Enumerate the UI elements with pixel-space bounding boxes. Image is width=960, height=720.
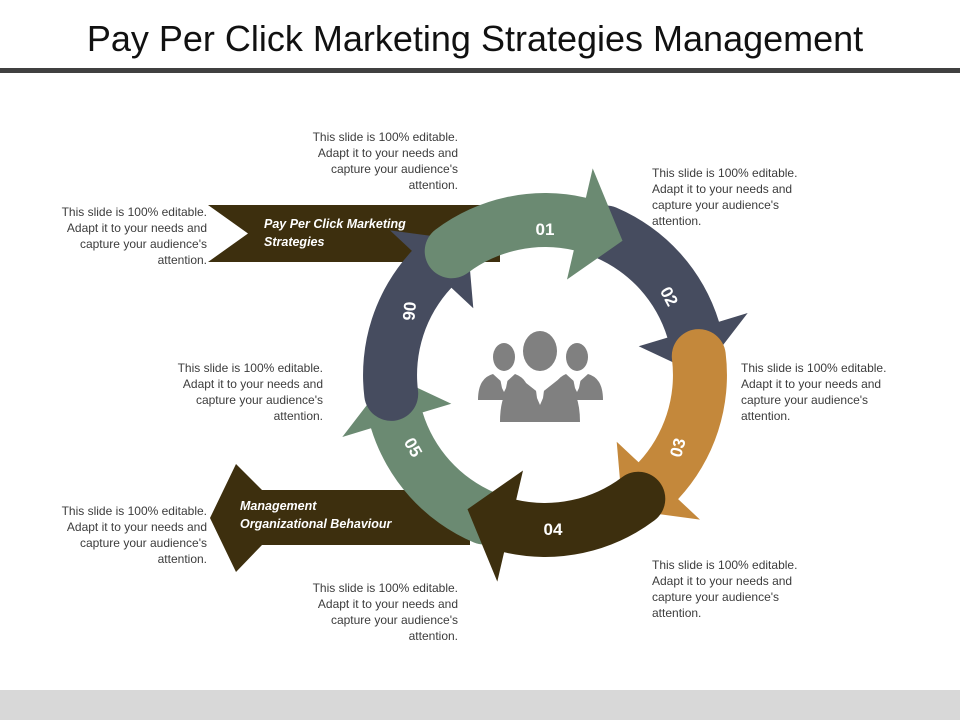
bottom-banner-label-line1: Management — [240, 499, 317, 513]
team-people-icon — [478, 331, 603, 422]
segment-number-03: 03 — [666, 436, 689, 459]
description-right-middle: This slide is 100% editable. Adapt it to… — [741, 361, 887, 423]
segment-number-04: 04 — [544, 520, 563, 539]
description-top-right: This slide is 100% editable. Adapt it to… — [652, 166, 798, 228]
ring-segment-01 — [424, 168, 623, 280]
description-left-middle: This slide is 100% editable. Adapt it to… — [177, 361, 323, 423]
ring-segment-06 — [363, 230, 474, 421]
top-banner-label-line2: Strategies — [264, 235, 324, 249]
description-bottom-center: This slide is 100% editable. Adapt it to… — [312, 581, 458, 643]
ring-segment-04 — [467, 470, 666, 582]
description-top-center: This slide is 100% editable. Adapt it to… — [312, 130, 458, 192]
slide-title: Pay Per Click Marketing Strategies Manag… — [86, 18, 864, 59]
title-underline — [0, 68, 960, 73]
ring-segment-03 — [616, 329, 727, 520]
description-left-lower: This slide is 100% editable. Adapt it to… — [61, 504, 207, 566]
bottom-banner-label-line2: Organizational Behaviour — [240, 517, 393, 531]
top-banner-label-line1: Pay Per Click Marketing — [264, 217, 406, 231]
footer-band — [0, 690, 960, 720]
segment-number-06: 06 — [399, 301, 420, 322]
ring-segments — [342, 168, 748, 582]
segment-number-01: 01 — [536, 220, 555, 239]
description-bottom-right: This slide is 100% editable. Adapt it to… — [652, 558, 798, 620]
description-left-upper: This slide is 100% editable. Adapt it to… — [61, 205, 207, 267]
